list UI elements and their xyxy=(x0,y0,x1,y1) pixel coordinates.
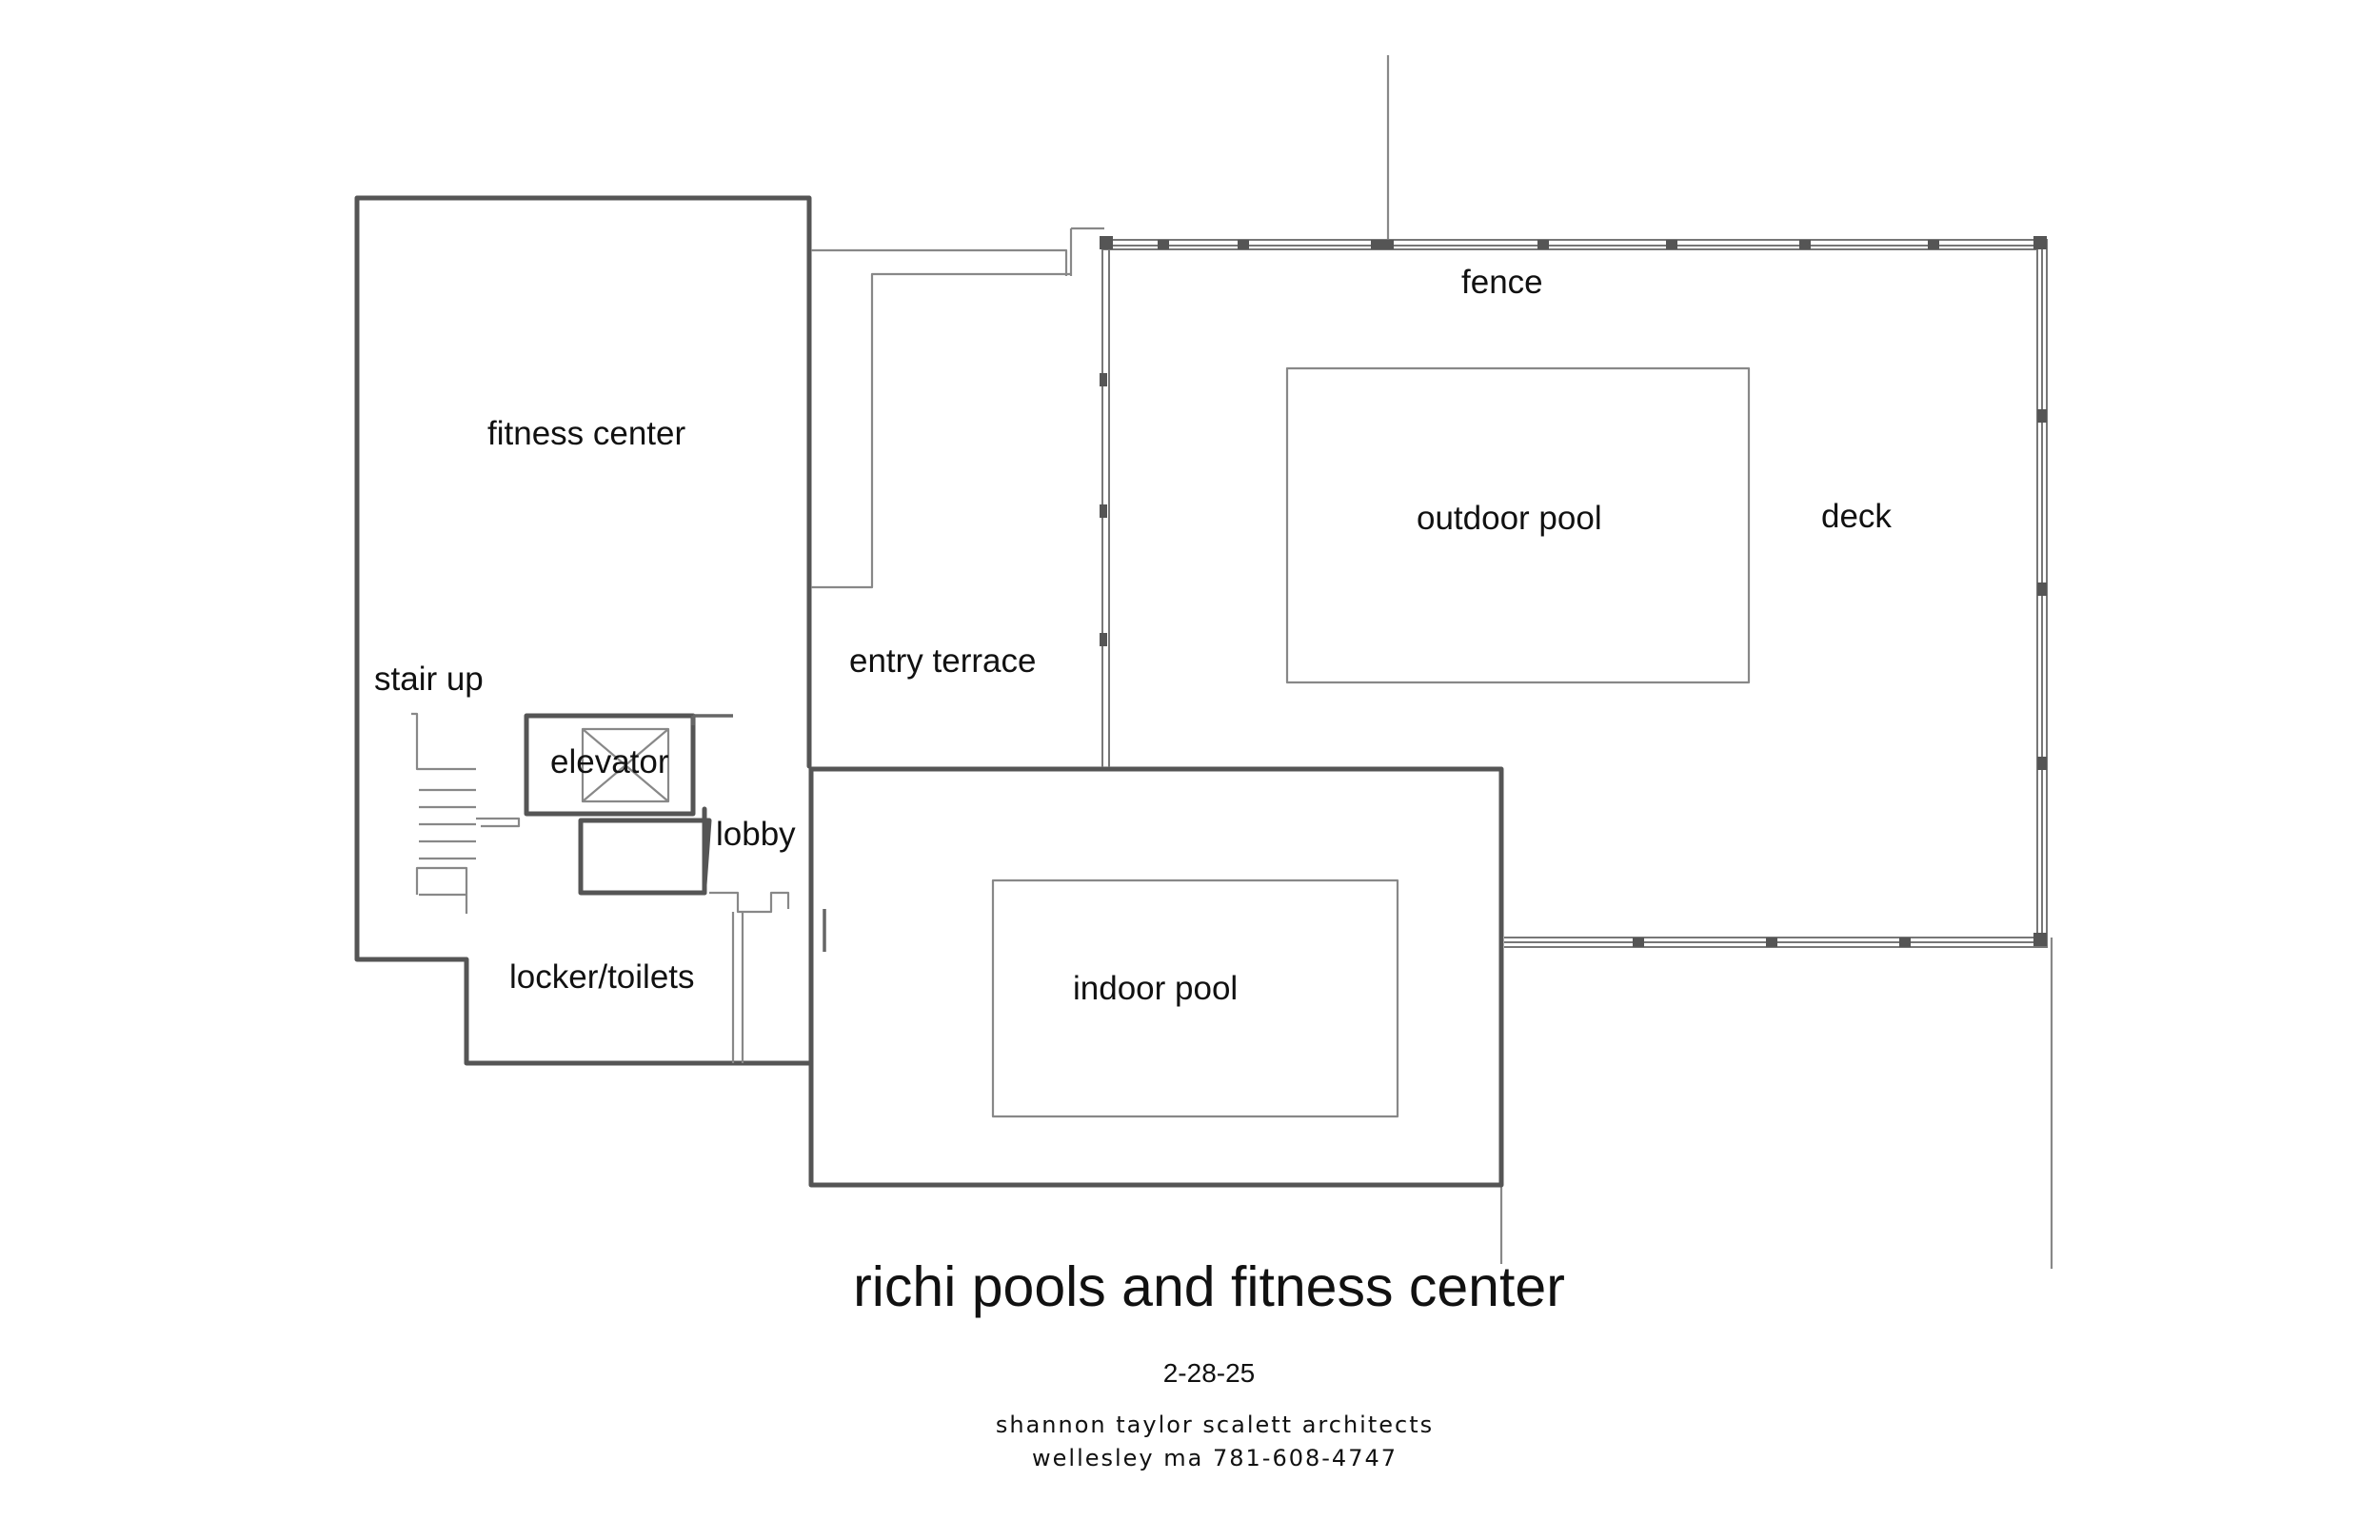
stair-treads xyxy=(411,712,476,914)
fitness-center-label: fitness center xyxy=(487,415,685,452)
drawing-title: richi pools and fitness center xyxy=(853,1255,1565,1318)
pool-fence xyxy=(1100,236,2048,948)
architect-name: shannon taylor scalett architects xyxy=(996,1412,1434,1438)
lobby-label: lobby xyxy=(716,816,796,853)
elevator-shaft xyxy=(524,713,733,817)
outdoor-pool-outline xyxy=(1285,366,1751,684)
outdoor-pool-label: outdoor pool xyxy=(1417,500,1602,537)
architect-address: wellesley ma 781-608-4747 xyxy=(1032,1445,1398,1471)
drawing-date: 2-28-25 xyxy=(1163,1358,1256,1388)
stair-up-label: stair up xyxy=(374,661,484,698)
indoor-pool-label: indoor pool xyxy=(1073,970,1238,1007)
deck-label: deck xyxy=(1821,498,1892,535)
lobby-core-walls xyxy=(476,806,790,1063)
site-lines xyxy=(1386,55,2053,1269)
entry-terrace-walls xyxy=(811,227,1104,589)
indoor-pool-building xyxy=(808,766,1504,1188)
elevator-label: elevator xyxy=(550,743,669,780)
fence-label: fence xyxy=(1461,264,1543,301)
fitness-center-walls xyxy=(354,195,814,1066)
locker-toilets-label: locker/toilets xyxy=(509,958,695,996)
entry-terrace-label: entry terrace xyxy=(849,642,1036,680)
